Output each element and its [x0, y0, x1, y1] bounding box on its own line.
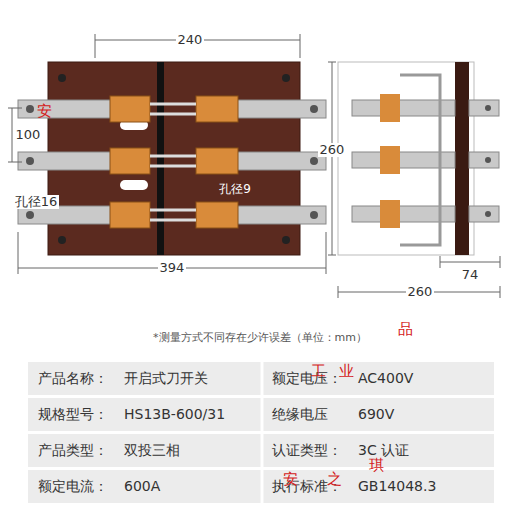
spec-value: AC400V	[356, 370, 415, 386]
note-text: *测量方式不同存在少许误差（单位：mm）	[151, 332, 369, 345]
dimension-label: 74	[460, 268, 481, 283]
watermark: 安	[35, 103, 54, 120]
dimension-label: 394	[158, 261, 187, 276]
dimension-label: 260	[406, 285, 435, 300]
switch-side	[338, 62, 499, 255]
dimension-label: 孔径16	[13, 195, 60, 210]
spec-value: 690V	[356, 406, 396, 422]
dimension-lines	[8, 34, 500, 298]
watermark: 工	[309, 363, 328, 380]
spec-key: 绝缘电压	[270, 406, 330, 422]
spec-value: HS13B-600/31	[122, 406, 227, 422]
dimension-label: 孔径9	[217, 183, 253, 197]
spec-key: 额定电压：	[270, 370, 344, 386]
spec-key: 产品名称：	[36, 370, 110, 386]
dimension-label: 260	[318, 143, 347, 158]
dimension-label: 240	[176, 33, 205, 48]
spec-key: 产品类型：	[36, 442, 110, 458]
spec-value: 3C 认证	[356, 442, 411, 458]
watermark: 安	[281, 471, 300, 488]
watermark: 品	[396, 321, 415, 338]
spec-key: 规格型号：	[36, 406, 110, 422]
dimension-label: 100	[14, 128, 43, 143]
spec-key: 认证类型：	[270, 442, 344, 458]
watermark: 业	[337, 363, 356, 380]
switch-front	[18, 62, 326, 255]
watermark: 琪	[367, 457, 386, 474]
spec-value: 600A	[122, 478, 162, 494]
spec-table	[28, 362, 494, 503]
watermark: 之	[325, 471, 344, 488]
spec-value: GB14048.3	[356, 478, 438, 494]
spec-key: 额定电流：	[36, 478, 110, 494]
spec-value: 开启式刀开关	[122, 370, 210, 386]
spec-value: 双投三相	[122, 442, 182, 458]
